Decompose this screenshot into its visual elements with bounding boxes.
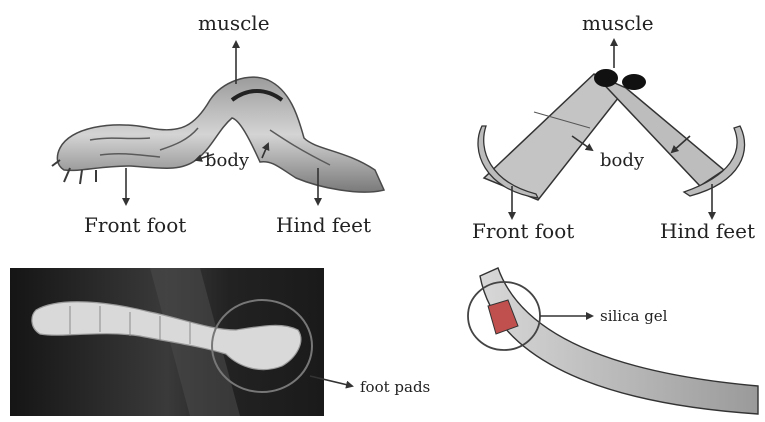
curved-strip <box>480 268 758 414</box>
muscle-label: muscle <box>198 11 270 35</box>
foot-pads-label: foot pads <box>360 378 430 396</box>
muscle-block-right <box>622 74 646 90</box>
model-muscle-label: muscle <box>582 11 654 35</box>
silica-gel-label: silica gel <box>600 307 668 325</box>
silica-gel-panel: silica gel <box>468 268 758 414</box>
front-foot-label: Front foot <box>84 213 186 237</box>
foot-pads-photo-panel: foot pads <box>10 268 430 416</box>
body-label: body <box>205 150 250 171</box>
model-hind-feet-label: Hind feet <box>660 219 755 243</box>
inchworm-photo-panel: muscle body Front foot Hind feet <box>52 11 384 237</box>
muscle-block-left <box>594 69 618 87</box>
model-front-foot-label: Front foot <box>472 219 574 243</box>
hind-feet-label: Hind feet <box>276 213 371 237</box>
robot-model-panel: muscle body Front foot Hind feet <box>472 11 755 243</box>
inchworm-body-photo <box>57 77 384 192</box>
model-body-label: body <box>600 150 645 171</box>
